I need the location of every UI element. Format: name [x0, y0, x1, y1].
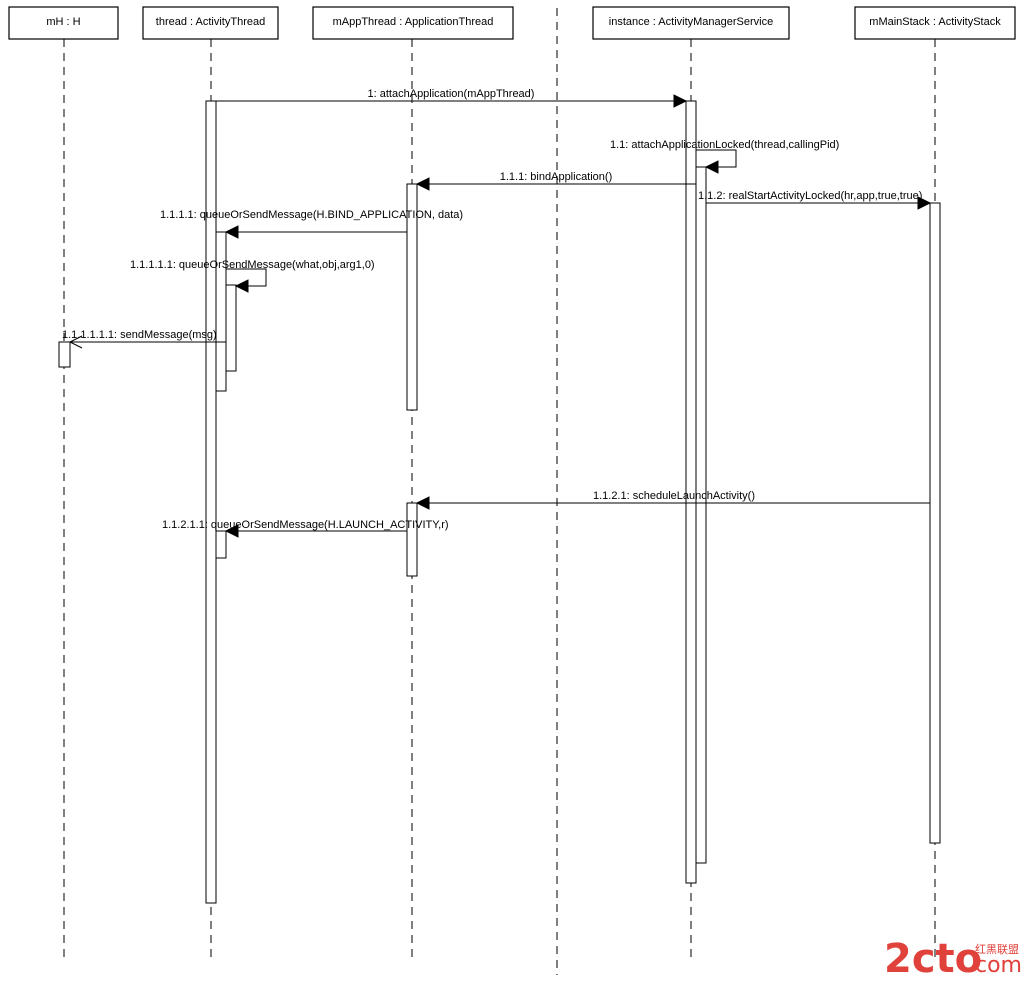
- arrow-head: [673, 94, 688, 108]
- activation-thread-1: [205, 100, 217, 904]
- message-label: 1.1.2: realStartActivityLocked(hr,app,tr…: [698, 190, 922, 202]
- message-label: 1.1.2.1.1: queueOrSendMessage(H.LAUNCH_A…: [162, 519, 449, 531]
- message-queue-bind-application: 1.1.1.1: queueOrSendMessage(H.BIND_APPLI…: [160, 209, 463, 239]
- activation-mh-1: [58, 341, 71, 368]
- watermark-logo: 2cto .com 红黑联盟: [884, 936, 1022, 982]
- lifeline-instance-label: instance : ActivityManagerService: [609, 16, 773, 28]
- message-label: 1.1.1.1: queueOrSendMessage(H.BIND_APPLI…: [160, 209, 463, 221]
- arrow-head: [415, 496, 430, 510]
- activation-thread-4: [215, 530, 227, 559]
- message-label: 1: attachApplication(mAppThread): [368, 88, 535, 100]
- lifeline-instance: instance : ActivityManagerService: [592, 6, 790, 960]
- arrow-head: [917, 196, 932, 210]
- activation-thread-3: [225, 284, 237, 372]
- message-schedule-launch-activity: 1.1.2.1: scheduleLaunchActivity(): [415, 490, 930, 510]
- message-label: 1.1: attachApplicationLocked(thread,call…: [610, 139, 839, 151]
- arrow-head: [234, 279, 249, 293]
- watermark-cn-text: 红黑联盟: [975, 943, 1019, 956]
- activation-mainstack-1: [929, 202, 941, 844]
- watermark-suffix-text: .com: [968, 953, 1022, 978]
- arrow-head-open: [68, 335, 83, 349]
- message-label: 1.1.1.1.1: queueOrSendMessage(what,obj,a…: [130, 259, 375, 271]
- watermark-main-text: 2cto: [884, 936, 982, 982]
- message-attach-application-locked: 1.1: attachApplicationLocked(thread,call…: [610, 139, 839, 174]
- activation-instance-2: [695, 166, 707, 864]
- message-queue-or-send-message-self: 1.1.1.1.1: queueOrSendMessage(what,obj,a…: [130, 259, 375, 293]
- lifeline-mainstack-label: mMainStack : ActivityStack: [869, 16, 1001, 28]
- lifeline-mappthread: mAppThread : ApplicationThread: [312, 6, 514, 960]
- lifeline-thread: thread : ActivityThread: [142, 6, 279, 960]
- message-label: 1.1.1.1.1.1: sendMessage(msg): [62, 329, 217, 341]
- message-real-start-activity-locked: 1.1.2: realStartActivityLocked(hr,app,tr…: [698, 190, 932, 210]
- lifeline-mappthread-label: mAppThread : ApplicationThread: [333, 16, 494, 28]
- arrow-head: [224, 524, 239, 538]
- activation-mappthread-1: [406, 183, 418, 411]
- arrow-head: [704, 160, 719, 174]
- arrow-head: [224, 225, 239, 239]
- message-attach-application: 1: attachApplication(mAppThread): [216, 88, 688, 108]
- message-bind-application: 1.1.1: bindApplication(): [415, 171, 696, 191]
- lifeline-mh: mH : H: [8, 6, 119, 960]
- message-label: 1.1.2.1: scheduleLaunchActivity(): [593, 490, 755, 502]
- lifeline-mainstack: mMainStack : ActivityStack: [854, 6, 1016, 960]
- message-label: 1.1.1: bindApplication(): [500, 171, 613, 183]
- activation-thread-2: [215, 231, 227, 392]
- message-send-message: 1.1.1.1.1.1: sendMessage(msg): [62, 329, 226, 349]
- arrow-head: [415, 177, 430, 191]
- lifeline-thread-label: thread : ActivityThread: [156, 16, 265, 28]
- activation-mappthread-2: [406, 502, 418, 577]
- lifeline-mh-label: mH : H: [46, 16, 80, 28]
- message-queue-launch-activity: 1.1.2.1.1: queueOrSendMessage(H.LAUNCH_A…: [162, 519, 449, 538]
